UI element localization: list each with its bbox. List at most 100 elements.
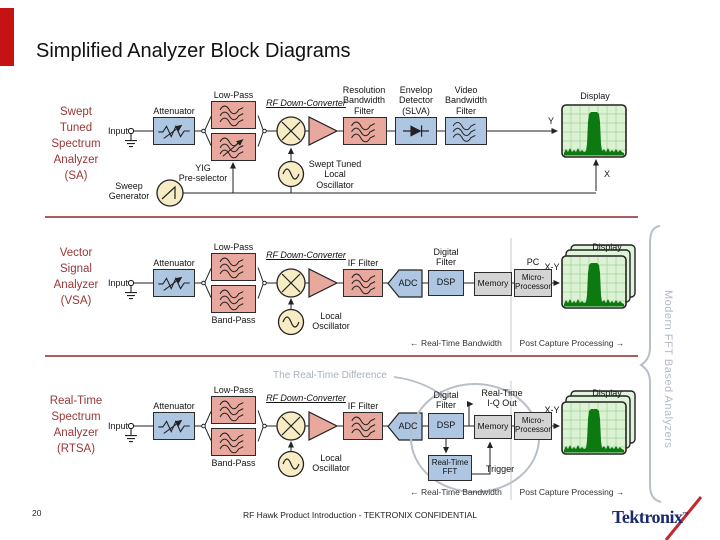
vsa-mixer-icon — [276, 268, 306, 298]
rtsa-low-pass-label: Low-Pass — [213, 385, 254, 395]
vsa-low-pass-label: Low-Pass — [213, 242, 254, 252]
filter-icon — [219, 257, 244, 279]
sa-video-filter-label: Video Bandwidth Filter — [444, 85, 488, 116]
sa-y-axis-label: Y — [547, 116, 554, 126]
filter-icon — [351, 416, 376, 438]
rtsa-title: Real-Time Spectrum Analyzer (RTSA) — [49, 395, 103, 456]
sa-sweep-generator-icon — [156, 179, 184, 207]
sa-attenuator-label: Attenuator — [153, 106, 195, 116]
rtsa-band-pass-box — [211, 428, 256, 456]
trademark-symbol: ™ — [682, 512, 689, 518]
sa-rbw-label: Resolution Bandwidth Filter — [342, 85, 386, 116]
sa-input-label: Input — [107, 126, 128, 136]
attenuator-icon — [154, 413, 194, 439]
rtsa-digital-filter-label: Digital Filter — [433, 390, 459, 411]
sa-display-screen — [561, 104, 627, 158]
vsa-real-time-bandwidth-label: ← Real-Time Bandwidth — [410, 338, 502, 348]
sa-sweep-generator-label: Sweep Generator — [108, 181, 150, 202]
filter-icon — [351, 273, 376, 295]
rtsa-dsp-box: DSP — [428, 413, 464, 439]
logo-slash-icon — [664, 496, 703, 540]
rtsa-band-pass-label: Band-Pass — [211, 458, 256, 468]
sa-envelop-box — [395, 117, 437, 145]
rtsa-input-terminal-icon — [127, 422, 135, 430]
filter-icon — [351, 121, 376, 143]
vsa-post-capture-label: Post Capture Processing → — [519, 338, 625, 348]
rtsa-low-pass-box — [211, 396, 256, 424]
rtsa-display-screen — [562, 391, 635, 454]
rtsa-rf-down-converter-label: RF Down-Converter — [266, 393, 346, 403]
rtsa-micro-processor-box: Micro- Processor — [514, 412, 552, 440]
vsa-rf-down-converter-label: RF Down-Converter — [266, 250, 346, 260]
vsa-dsp-box: DSP — [428, 270, 464, 296]
sa-low-pass-label: Low-Pass — [213, 90, 254, 100]
footer-text: RF Hawk Product Introduction - TEKTRONIX… — [242, 510, 478, 520]
sa-low-pass-box — [211, 101, 256, 129]
rtsa-xy-label: X-Y — [544, 405, 560, 415]
sa-wires — [133, 115, 599, 194]
tunable-filter-icon — [212, 134, 255, 160]
rtsa-wires — [133, 401, 560, 475]
vsa-display-screen — [562, 245, 635, 308]
sa-attenuator-box — [153, 117, 195, 145]
vsa-low-pass-box — [211, 253, 256, 281]
vsa-input-label: Input — [107, 278, 128, 288]
filter-icon — [219, 432, 244, 454]
sa-yig-label: YIG Pre-selector — [178, 163, 228, 184]
vsa-pc-label: PC — [526, 257, 540, 267]
rtsa-display-label: Display — [592, 388, 622, 398]
rtsa-iq-out-label: Real-Time I-Q Out — [481, 388, 523, 409]
rtsa-real-time-bandwidth-label: ← Real-Time Bandwidth — [410, 487, 502, 497]
sa-yig-box — [211, 133, 256, 161]
sa-x-axis-label: X — [603, 169, 610, 179]
sa-rf-down-converter-label: RF Down-Converter — [266, 98, 346, 108]
rtsa-local-oscillator-label: Local Oscillator — [312, 453, 350, 474]
rtsa-if-filter-label: IF Filter — [347, 401, 379, 411]
rtsa-switch-icon — [262, 423, 267, 429]
accent-bar — [0, 8, 14, 66]
vsa-digital-filter-label: Digital Filter — [433, 247, 459, 268]
sa-rbw-box — [343, 117, 387, 145]
vsa-band-pass-box — [211, 285, 256, 313]
vsa-title: Vector Signal Analyzer (VSA) — [53, 247, 99, 308]
rtsa-attenuator-label: Attenuator — [153, 401, 195, 411]
vsa-local-oscillator-label: Local Oscillator — [312, 311, 350, 332]
diode-icon — [402, 124, 430, 138]
rtsa-post-capture-label: Post Capture Processing → — [519, 487, 625, 497]
vsa-display-label: Display — [592, 242, 622, 252]
vsa-attenuator-box — [153, 269, 195, 297]
real-time-difference-label: The Real-Time Difference — [273, 370, 387, 381]
rtsa-switch-icon — [201, 423, 206, 429]
vsa-if-filter-box — [343, 269, 383, 297]
logo-wordmark: Tektronix — [612, 507, 683, 527]
vsa-wires — [133, 267, 560, 309]
annotation-connector — [393, 376, 448, 400]
sa-mixer-icon — [276, 116, 306, 146]
vsa-band-pass-label: Band-Pass — [211, 315, 256, 325]
vsa-attenuator-label: Attenuator — [153, 258, 195, 268]
sa-switch-icon — [201, 128, 206, 134]
sa-envelop-label: Envelop Detector (SLVA) — [398, 85, 433, 116]
sa-switch-icon — [262, 128, 267, 134]
rtsa-amplifier-icon — [308, 411, 338, 441]
vsa-switch-icon — [201, 280, 206, 286]
vsa-xy-label: X-Y — [544, 262, 560, 272]
vsa-if-filter-label: IF Filter — [347, 258, 379, 268]
rtsa-attenuator-box — [153, 412, 195, 440]
tektronix-logo: Tektronix™ — [612, 507, 688, 528]
vsa-switch-icon — [262, 280, 267, 286]
modern-fft-group-label: Modern FFT Based Analyzers — [662, 290, 674, 449]
vsa-memory-box: Memory — [474, 272, 512, 296]
filter-icon — [219, 289, 244, 311]
filter-icon — [452, 121, 476, 142]
sa-video-filter-box — [445, 117, 487, 145]
page-title: Simplified Analyzer Block Diagrams — [36, 40, 351, 62]
sa-swept-lo-label: Swept Tuned Local Oscillator — [308, 159, 362, 190]
rtsa-real-time-fft-box: Real-Time FFT — [428, 455, 472, 481]
filter-icon — [219, 400, 244, 422]
sa-title: Swept Tuned Spectrum Analyzer (SA) — [51, 106, 101, 183]
sa-swept-lo-icon — [277, 160, 305, 188]
attenuator-icon — [154, 118, 194, 144]
